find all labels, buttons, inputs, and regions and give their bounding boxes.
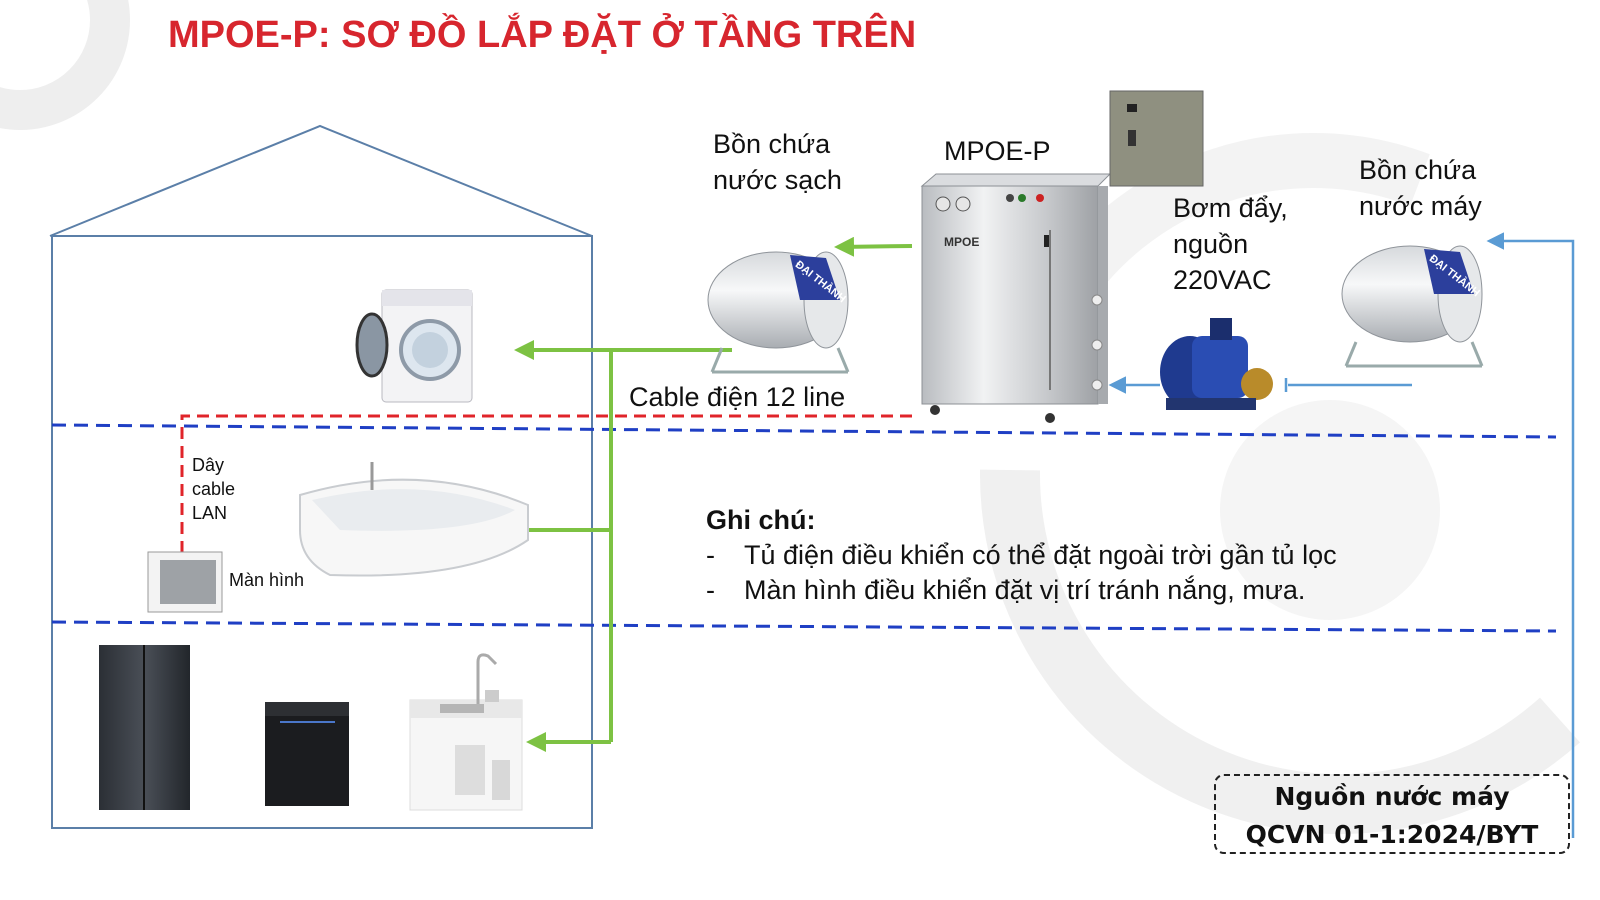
mpoe-cabinet-image — [920, 173, 1112, 423]
clean-tank-label-line2: nước sạch — [713, 165, 842, 195]
notes-item: -Màn hình điều khiển đặt vị trí tránh nắ… — [706, 573, 1337, 608]
fridge-image — [99, 645, 190, 810]
tap-water-feed — [1108, 232, 1575, 838]
pump-label-line3: 220VAC — [1173, 265, 1272, 295]
clean-tank-label: Bồn chứa nước sạch — [713, 126, 842, 198]
floor-divider-lower — [51, 620, 1557, 633]
tap-tank-label-line2: nước máy — [1359, 191, 1482, 221]
control-screen-image — [147, 551, 223, 613]
notes-block: Ghi chú: -Tủ điện điều khiển có thể đặt … — [706, 503, 1337, 608]
clean-tank-label-line1: Bồn chứa — [713, 129, 831, 159]
clean-water-pipes — [496, 236, 913, 752]
pump-label-line2: nguồn — [1173, 229, 1249, 259]
page-title: MPOE-P: SƠ ĐỒ LẮP ĐẶT Ở TẦNG TRÊN — [168, 14, 917, 56]
notes-item-text: Tủ điện điều khiển có thể đặt ngoài trời… — [744, 540, 1337, 570]
mpoe-badge: MPOE — [944, 235, 980, 249]
pump-label-line1: Bơm đẩy, — [1173, 193, 1288, 223]
screen-label: Màn hình — [229, 570, 305, 590]
washing-machine-image — [355, 289, 473, 403]
water-source-line2: QCVN 01-1:2024/BYT — [1245, 820, 1539, 849]
tap-water-tank-image — [1341, 245, 1484, 368]
lan-cable-label-line1: Dây — [192, 455, 225, 475]
clean-water-tank-image — [707, 251, 850, 374]
tap-tank-label-line1: Bồn chứa — [1359, 155, 1477, 185]
dishwasher-image — [265, 702, 349, 806]
pump-label: Bơm đẩy, nguồn 220VAC — [1173, 190, 1288, 298]
kitchen-sink-image — [409, 653, 523, 811]
tap-tank-label: Bồn chứa nước máy — [1359, 152, 1482, 224]
control-panel-box-image — [1109, 90, 1204, 187]
notes-item-text: Màn hình điều khiển đặt vị trí tránh nắn… — [744, 575, 1306, 605]
cable-label: Cable điện 12 line — [629, 382, 846, 412]
lan-cable-label: Dây cable LAN — [192, 453, 235, 525]
notes-heading: Ghi chú: — [706, 505, 816, 535]
water-source-line1: Nguồn nước máy — [1274, 782, 1510, 811]
control-cable — [180, 414, 912, 552]
lan-cable-label-line3: LAN — [192, 503, 228, 523]
bathtub-image — [299, 462, 529, 577]
lan-cable-label-line2: cable — [192, 479, 236, 499]
notes-item: -Tủ điện điều khiển có thể đặt ngoài trờ… — [706, 538, 1337, 573]
floor-divider-upper — [51, 423, 1557, 439]
mpoe-unit-label: MPOE-P — [944, 136, 1051, 166]
water-pump-image — [1160, 318, 1273, 410]
water-source-box: Nguồn nước máy QCVN 01-1:2024/BYT — [1214, 774, 1570, 854]
